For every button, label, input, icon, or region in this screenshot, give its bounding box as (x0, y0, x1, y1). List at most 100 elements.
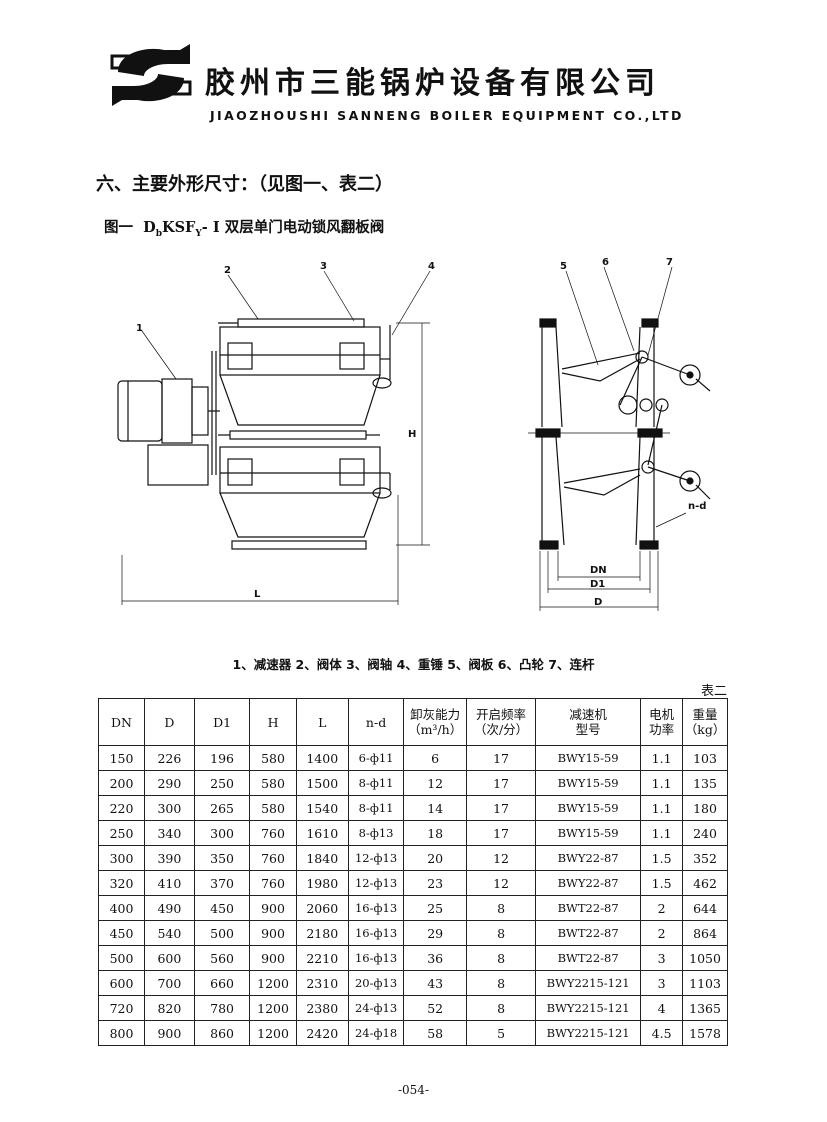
table-cell: 29 (403, 920, 467, 946)
table-cell: 25 (403, 895, 467, 921)
table-cell: 580 (249, 770, 297, 796)
table-cell: 150 (98, 745, 145, 771)
table-cell: 2 (640, 920, 684, 946)
table-cell: 864 (682, 920, 728, 946)
table-cell: 350 (193, 845, 251, 871)
table-header-cell: 电机 功率 (640, 698, 684, 746)
table-header-cell: 卸灰能力 （m³/h） (403, 698, 467, 746)
callout-5: 5 (560, 261, 567, 272)
table-header-cell: 开启频率 （次/分） (465, 698, 537, 746)
table-cell: 3 (640, 970, 684, 996)
table-header-cell: H (249, 698, 297, 746)
table-cell: 17 (465, 820, 537, 846)
table-header-cell: n-d (347, 698, 405, 746)
table-cell: 12 (465, 845, 537, 871)
table-cell: 800 (98, 1020, 145, 1046)
table-cell: 6-ф11 (347, 745, 405, 771)
table-cell: 1103 (682, 970, 728, 996)
table-cell: 12-ф13 (347, 845, 405, 871)
company-logo-icon (110, 44, 192, 106)
table-cell: 400 (98, 895, 145, 921)
table-cell: 410 (144, 870, 195, 896)
table-cell: 2420 (295, 1020, 349, 1046)
table-cell: 12 (465, 870, 537, 896)
table-cell: BWY22-87 (535, 845, 642, 871)
table-cell: 900 (144, 1020, 195, 1046)
company-name-en: JIAOZHOUSHI SANNENG BOILER EQUIPMENT CO.… (210, 108, 684, 123)
table-cell: 1365 (682, 995, 728, 1021)
table-cell: 300 (193, 820, 251, 846)
table-cell: 20 (403, 845, 467, 871)
table-cell: 860 (193, 1020, 251, 1046)
table-cell: 450 (98, 920, 145, 946)
section-title: 六、主要外形尺寸：（见图一、表二） (96, 174, 393, 195)
table-cell: 5 (465, 1020, 537, 1046)
table-cell: 16-ф13 (347, 945, 405, 971)
table-cell: 1.1 (640, 745, 684, 771)
table-cell: 780 (193, 995, 251, 1021)
side-view (528, 266, 711, 611)
table-cell: 180 (682, 795, 728, 821)
callout-1: 1 (136, 323, 143, 334)
table-cell: 462 (682, 870, 728, 896)
table-cell: 20-ф13 (347, 970, 405, 996)
callout-3: 3 (320, 261, 327, 272)
table-cell: 760 (249, 820, 297, 846)
table-cell: 8 (465, 895, 537, 921)
table-cell: 2310 (295, 970, 349, 996)
table-cell: 220 (98, 795, 145, 821)
table-cell: 265 (193, 795, 251, 821)
table-cell: 52 (403, 995, 467, 1021)
table-cell: 250 (193, 770, 251, 796)
dim-dn-label: DN (590, 565, 607, 576)
dim-d-label: D (594, 597, 602, 608)
table-cell: 2180 (295, 920, 349, 946)
table-cell: 6 (403, 745, 467, 771)
table-cell: 660 (193, 970, 251, 996)
table-cell: 1050 (682, 945, 728, 971)
table-header-cell: L (295, 698, 349, 746)
model-b: KSF (161, 219, 196, 236)
company-name-cn: 胶州市三能锅炉设备有限公司 (205, 66, 660, 101)
table-cell: 1.1 (640, 770, 684, 796)
table-cell: 490 (144, 895, 195, 921)
table-cell: 500 (193, 920, 251, 946)
table-cell: 290 (144, 770, 195, 796)
table-cell: 8 (465, 945, 537, 971)
table-cell: 8 (465, 970, 537, 996)
table-cell: BWY15-59 (535, 795, 642, 821)
page-number: -054- (397, 1083, 429, 1097)
table-cell: 200 (98, 770, 145, 796)
table-cell: 240 (682, 820, 728, 846)
table-cell: 2380 (295, 995, 349, 1021)
table-header-cell: 减速机 型号 (535, 698, 642, 746)
table-cell: 12 (403, 770, 467, 796)
table-cell: 370 (193, 870, 251, 896)
model-c: - I (201, 219, 220, 236)
table-cell: 196 (193, 745, 251, 771)
table-cell: 320 (98, 870, 145, 896)
table-cell: 300 (144, 795, 195, 821)
model-sub2: Y (195, 228, 202, 239)
table-cell: 17 (465, 745, 537, 771)
table-cell: BWY15-59 (535, 820, 642, 846)
table-cell: 14 (403, 795, 467, 821)
table-cell: 16-ф13 (347, 895, 405, 921)
parts-legend: 1、减速器 2、阀体 3、阀轴 4、重锤 5、阀板 6、凸轮 7、连杆 (232, 657, 595, 672)
table-cell: 103 (682, 745, 728, 771)
table-cell: 1400 (295, 745, 349, 771)
dim-h-label: H (408, 429, 416, 440)
table-cell: 250 (98, 820, 145, 846)
table-cell: 226 (144, 745, 195, 771)
table-cell: 390 (144, 845, 195, 871)
table-cell: 352 (682, 845, 728, 871)
table-cell: 2210 (295, 945, 349, 971)
